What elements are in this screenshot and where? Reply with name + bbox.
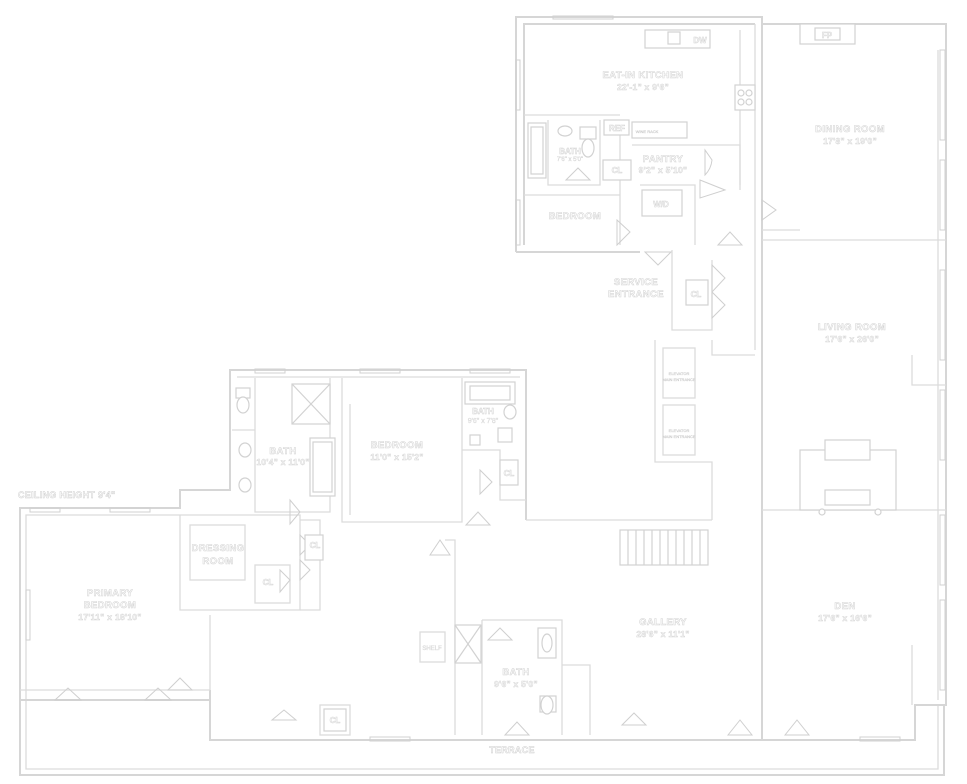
pantry-name: PANTRY: [643, 154, 684, 165]
den-dims: 17'6" x 16'6": [818, 613, 872, 623]
exterior-walls: [19, 16, 947, 741]
fixtures: [235, 23, 897, 732]
kitchen-bath-dims: 7'6" x 5'0": [557, 157, 583, 163]
main-bath-dims: 10'4" x 11'0": [256, 457, 309, 467]
dw-label: DW: [693, 36, 707, 45]
washer-dryer-label: W/D: [653, 200, 669, 209]
bedroom-bath-dims: 9'6" x 7'8": [468, 418, 499, 425]
service-entrance-line1: SERVICE: [614, 277, 658, 288]
powder-bath-name: BATH: [502, 667, 529, 678]
gallery-name: GALLERY: [639, 617, 687, 628]
bedroom-bath-name: BATH: [472, 407, 494, 416]
bedroom-closet-label: CL: [504, 469, 515, 478]
staircase: [619, 529, 709, 566]
room-labels: EAT-IN KITCHEN 22'-1" x 9'6" BATH 7'6" x…: [18, 31, 886, 756]
ceiling-height-note: CEILING HEIGHT 9'4": [18, 490, 116, 500]
primary-bedroom-line1: PRIMARY: [87, 588, 134, 599]
primary-bedroom-line2: BEDROOM: [84, 600, 136, 611]
hall-closet-label: CL: [310, 541, 321, 550]
primary-bedroom-dims: 17'11" x 18'10": [78, 612, 141, 622]
bedroom-name: BEDROOM: [371, 440, 423, 451]
dressing-closet-label: CL: [263, 578, 274, 587]
living-room-dims: 17'6" x 26'0": [825, 334, 879, 344]
elevator-2-sub: MAIN ENTRANCE: [662, 434, 695, 439]
living-room-name: LIVING ROOM: [818, 322, 886, 333]
interior-walls: [179, 24, 946, 740]
service-closet-label: CL: [691, 290, 702, 299]
shelf-label: SHELF: [422, 646, 442, 652]
dressing-room-line2: ROOM: [202, 556, 233, 567]
dressing-room-line1: DRESSING: [192, 543, 245, 554]
eat-in-kitchen-dims: 22'-1" x 9'6": [617, 82, 669, 92]
terrace-label: TERRACE: [489, 745, 535, 755]
main-bath-name: BATH: [269, 446, 296, 457]
dining-room-name: DINING ROOM: [815, 124, 885, 135]
gallery-dims: 28'6" x 11'1": [636, 629, 689, 639]
eat-in-kitchen-name: EAT-IN KITCHEN: [603, 70, 684, 81]
dining-room-dims: 17'8" x 19'0": [823, 136, 877, 146]
service-entrance-line2: ENTRANCE: [608, 289, 664, 300]
windows: [25, 15, 946, 742]
terrace-outline: [19, 700, 945, 776]
elevator-2-label: ELEVATOR: [669, 428, 690, 433]
pantry-dims: 9'2" x 5'10": [639, 165, 688, 175]
kitchen-bath-name: BATH: [559, 147, 581, 156]
ref-label: REF: [609, 124, 625, 133]
bedroom-dims: 11'0" x 15'2": [370, 452, 423, 462]
elevator-1-label: ELEVATOR: [669, 371, 690, 376]
wine-rack-label: WINE RACK: [636, 129, 659, 134]
terrace-closet-label: CL: [330, 716, 341, 725]
elevator-1-sub: MAIN ENTRANCE: [662, 377, 695, 382]
fp-label-dining: FP: [822, 31, 833, 40]
pantry-closet-label: CL: [612, 166, 623, 175]
staff-bedroom-name: BEDROOM: [549, 211, 601, 222]
den-name: DEN: [834, 601, 855, 612]
powder-bath-dims: 9'6" x 5'0": [494, 679, 538, 689]
